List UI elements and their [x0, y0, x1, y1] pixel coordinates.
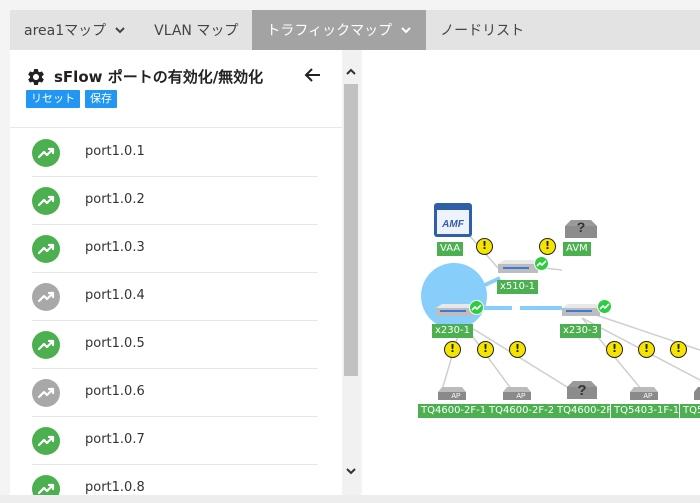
port-name: port1.0.5	[85, 336, 145, 351]
avm-node-icon: ?	[565, 219, 597, 238]
tab-area1-map[interactable]: area1マップ	[10, 10, 140, 50]
port-row[interactable]: port1.0.5	[32, 321, 318, 369]
tab-bar: area1マップ VLAN マップ トラフィックマップ ノードリスト	[10, 10, 700, 50]
tab-label: area1マップ	[24, 23, 107, 39]
save-button[interactable]: 保存	[85, 90, 117, 108]
warning-icon[interactable]: !	[444, 341, 461, 358]
port-row[interactable]: port1.0.6	[32, 369, 318, 417]
warning-icon[interactable]: !	[638, 341, 655, 358]
tab-vlan-map[interactable]: VLAN マップ	[140, 10, 252, 50]
vaa-logo-text: AMF	[441, 219, 465, 230]
scroll-up-icon[interactable]	[345, 66, 357, 78]
port-name: port1.0.1	[85, 144, 145, 159]
ap-badge-text: AP	[451, 393, 461, 400]
port-name: port1.0.4	[85, 288, 145, 303]
port-name: port1.0.7	[85, 432, 145, 447]
trend-chart-icon[interactable]	[32, 187, 60, 215]
warning-icon[interactable]: !	[606, 341, 623, 358]
tab-label: トラフィックマップ	[266, 23, 393, 39]
unknown-mark: ?	[577, 382, 586, 399]
warning-icon[interactable]: !	[670, 341, 687, 358]
scrollbar-thumb[interactable]	[344, 84, 358, 376]
panel-title: sFlow ポートの有効化/無効化	[26, 66, 263, 87]
warning-icon[interactable]: !	[539, 238, 556, 255]
scrollbar[interactable]	[342, 50, 360, 495]
warning-icon[interactable]: !	[509, 341, 526, 358]
tab-label: ノードリスト	[440, 23, 525, 39]
port-row[interactable]: port1.0.2	[32, 177, 318, 225]
node-label-x230-3[interactable]: x230-3	[560, 324, 601, 338]
traffic-map[interactable]: AMF ?	[362, 50, 700, 495]
tab-label: VLAN マップ	[154, 23, 239, 39]
gear-icon	[28, 68, 44, 85]
panel-title-text: sFlow ポートの有効化/無効化	[54, 68, 264, 86]
panel-actions: リセット 保存	[26, 90, 117, 108]
back-arrow-icon[interactable]	[304, 66, 322, 84]
x510-switch-icon	[498, 260, 538, 273]
scroll-down-icon[interactable]	[345, 465, 357, 477]
ap-badge-text: AP	[643, 393, 653, 400]
unknown-mark: ?	[577, 219, 586, 235]
chevron-down-icon[interactable]	[114, 24, 126, 36]
port-row[interactable]: port1.0.7	[32, 417, 318, 465]
port-row[interactable]: port1.0.8	[32, 465, 318, 495]
reset-button[interactable]: リセット	[26, 90, 80, 108]
node-label-vaa[interactable]: VAA	[437, 242, 464, 256]
x230-3-switch-icon	[562, 304, 600, 316]
trend-chart-icon[interactable]	[32, 427, 60, 455]
tab-node-list[interactable]: ノードリスト	[426, 10, 538, 50]
port-row[interactable]: port1.0.3	[32, 225, 318, 273]
trend-chart-icon[interactable]	[32, 235, 60, 263]
status-ok-icon	[534, 256, 549, 271]
port-row[interactable]: port1.0.1	[32, 129, 318, 177]
traffic-bubble	[421, 263, 487, 329]
trend-chart-icon[interactable]	[32, 475, 60, 495]
node-label-ap2[interactable]: TQ4600-2F-2	[486, 404, 554, 418]
tab-traffic-map[interactable]: トラフィックマップ	[252, 10, 427, 50]
ap-badge-text: AP	[516, 393, 526, 400]
node-label-ap5[interactable]: TQ5	[680, 404, 700, 418]
trend-chart-icon[interactable]	[32, 139, 60, 167]
node-label-avm[interactable]: AVM	[563, 242, 591, 256]
port-name: port1.0.2	[85, 192, 145, 207]
bottom-strip	[0, 495, 700, 503]
port-list: port1.0.1 port1.0.2 port1.0.3 port1.0.4 port…	[10, 129, 342, 495]
chevron-down-icon[interactable]	[400, 24, 412, 36]
trend-chart-icon[interactable]	[32, 331, 60, 359]
port-name: port1.0.3	[85, 240, 145, 255]
port-name: port1.0.6	[85, 384, 145, 399]
trend-chart-icon[interactable]	[32, 379, 60, 407]
node-label-x230-1[interactable]: x230-1	[432, 324, 473, 338]
warning-icon[interactable]: !	[476, 238, 493, 255]
node-label-ap3[interactable]: TQ4600-2F-3	[554, 404, 610, 418]
port-row[interactable]: port1.0.4	[32, 273, 318, 321]
x230-1-switch-icon	[436, 304, 474, 316]
trend-chart-icon[interactable]	[32, 283, 60, 311]
node-label-ap1[interactable]: TQ4600-2F-1	[418, 404, 486, 418]
port-name: port1.0.8	[85, 480, 145, 495]
status-ok-icon	[597, 299, 612, 314]
panel-header: sFlow ポートの有効化/無効化 リセット 保存	[10, 50, 342, 128]
ap-icons	[438, 381, 700, 400]
status-ok-icon	[469, 300, 484, 315]
node-label-x510[interactable]: x510-1	[497, 280, 538, 294]
ap-badges: AP AP AP	[451, 393, 653, 400]
network-diagram: AMF ?	[421, 203, 700, 400]
vaa-node-icon: AMF	[434, 203, 472, 237]
node-label-ap4[interactable]: TQ5403-1F-1	[611, 404, 679, 418]
warning-icon[interactable]: !	[477, 341, 494, 358]
